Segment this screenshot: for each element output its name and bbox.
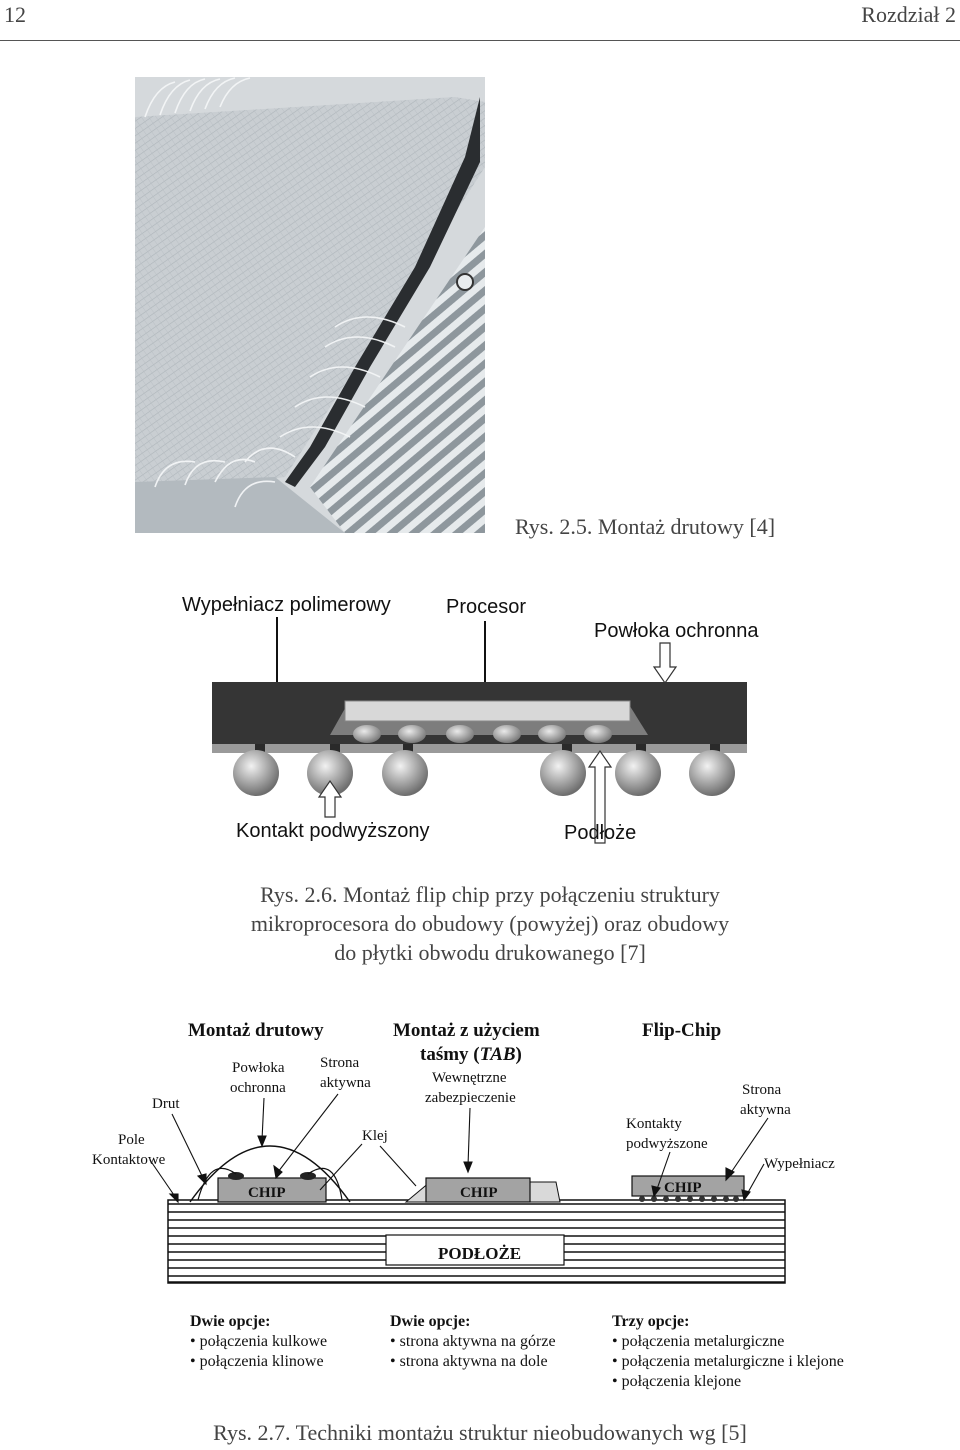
label-filler: Wypełniacz bbox=[764, 1156, 835, 1172]
label-fc-active-1: Strona bbox=[742, 1082, 782, 1098]
down-arrow-icon bbox=[652, 642, 678, 685]
coating-label: Powłoka ochronna bbox=[594, 620, 759, 642]
option-item: • połączenia kulkowe bbox=[190, 1333, 328, 1350]
label-bumps-2: podwyższone bbox=[626, 1136, 708, 1152]
mounting-techniques-diagram: Montaż drutowy Montaż z użyciem taśmy (T… bbox=[92, 1020, 835, 1284]
label-bumps-1: Kontakty bbox=[626, 1116, 682, 1132]
chip-label: CHIP bbox=[248, 1185, 286, 1201]
processor-label: Procesor bbox=[446, 596, 526, 618]
label-coating-2: ochronna bbox=[230, 1080, 286, 1096]
bump-label: Kontakt podwyższony bbox=[236, 820, 429, 842]
options-title: Dwie opcje: bbox=[390, 1313, 471, 1330]
heading-wire-bonding: Montaż drutowy bbox=[188, 1020, 324, 1041]
label-active-2: aktywna bbox=[320, 1075, 371, 1091]
label-pads-2: Kontaktowe bbox=[92, 1152, 166, 1168]
option-item: • połączenia klinowe bbox=[190, 1353, 324, 1370]
flip-chip-diagram: Wypełniacz polimerowy Procesor Powłoka o… bbox=[182, 594, 759, 844]
option-item: • połączenia klejone bbox=[612, 1373, 742, 1390]
fig27-caption: Rys. 2.7. Techniki montażu struktur nieo… bbox=[213, 1420, 747, 1445]
chip-label: CHIP bbox=[460, 1185, 498, 1201]
label-fc-active-2: aktywna bbox=[740, 1102, 791, 1118]
label-pads-1: Pole bbox=[118, 1132, 145, 1148]
label-coating-1: Powłoka bbox=[232, 1060, 285, 1076]
options-tab: Dwie opcje: • strona aktywna na górze • … bbox=[390, 1312, 556, 1372]
page-header: 12 Rozdział 2 bbox=[0, 0, 960, 41]
up-arrow-icon bbox=[587, 749, 613, 844]
option-item: • połączenia metalurgiczne i klejone bbox=[612, 1353, 844, 1370]
chip-label: CHIP bbox=[664, 1180, 702, 1196]
label-inner-2: zabezpieczenie bbox=[425, 1090, 516, 1106]
wire-bonding-photo bbox=[135, 77, 485, 533]
heading-tab-line1: Montaż z użyciem bbox=[393, 1020, 540, 1041]
option-item: • połączenia metalurgiczne bbox=[612, 1333, 785, 1350]
options-wire-bonding: Dwie opcje: • połączenia kulkowe • połąc… bbox=[190, 1312, 327, 1372]
options-flip-chip: Trzy opcje: • połączenia metalurgiczne •… bbox=[612, 1312, 844, 1392]
chip-tab bbox=[425, 1177, 531, 1203]
heading-tab-line2: taśmy (TAB) bbox=[420, 1044, 522, 1065]
chapter-title: Rozdział 2 bbox=[861, 2, 956, 27]
options-title: Trzy opcje: bbox=[612, 1313, 690, 1330]
label-glue: Klej bbox=[362, 1128, 388, 1144]
option-item: • strona aktywna na górze bbox=[390, 1333, 556, 1350]
label-inner-1: Wewnętrzne bbox=[432, 1070, 507, 1086]
substrate-text: PODŁOŻE bbox=[438, 1244, 521, 1263]
up-arrow-icon bbox=[317, 779, 343, 818]
fig26-caption-line: do płytki obwodu drukowanego [7] bbox=[334, 940, 646, 965]
chip-wire-bond bbox=[217, 1177, 327, 1203]
label-wire: Drut bbox=[152, 1096, 180, 1112]
heading-flip-chip: Flip-Chip bbox=[642, 1020, 721, 1041]
filler-label: Wypełniacz polimerowy bbox=[182, 594, 391, 616]
substrate-label: Podłoże bbox=[564, 822, 636, 844]
option-item: • strona aktywna na dole bbox=[390, 1353, 548, 1370]
processor-die bbox=[344, 700, 631, 722]
fig25-caption: Rys. 2.5. Montaż drutowy [4] bbox=[515, 514, 776, 539]
options-title: Dwie opcje: bbox=[190, 1313, 271, 1330]
fig26-caption: Rys. 2.6. Montaż flip chip przy połączen… bbox=[180, 880, 800, 967]
page-number: 12 bbox=[4, 2, 26, 27]
label-active-1: Strona bbox=[320, 1055, 360, 1071]
fig26-caption-line: mikroprocesora do obudowy (powyżej) oraz… bbox=[250, 911, 730, 936]
fig26-caption-line: Rys. 2.6. Montaż flip chip przy połączen… bbox=[260, 882, 720, 907]
